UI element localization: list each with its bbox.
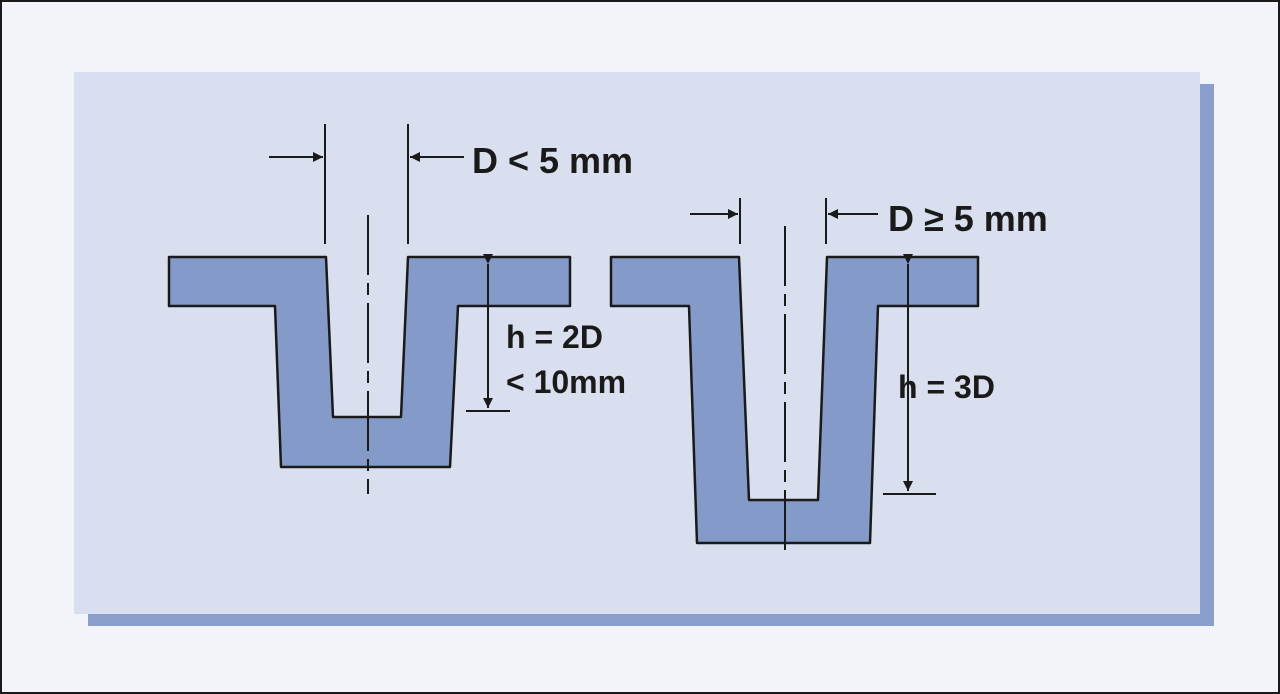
right-diameter-label: D ≥ 5 mm	[888, 198, 1048, 239]
left-diameter-label: D < 5 mm	[472, 140, 633, 181]
left-part-profile	[167, 255, 572, 469]
panel	[74, 72, 1200, 614]
left-height-label-1: h = 2D	[506, 319, 603, 355]
right-part: D ≥ 5 mm h = 3D	[609, 198, 1048, 556]
right-height-label: h = 3D	[898, 369, 995, 405]
left-part: D < 5 mm h = 2D < 10mm	[167, 124, 633, 494]
right-part-profile	[609, 255, 980, 545]
left-height-label-2: < 10mm	[506, 364, 626, 400]
